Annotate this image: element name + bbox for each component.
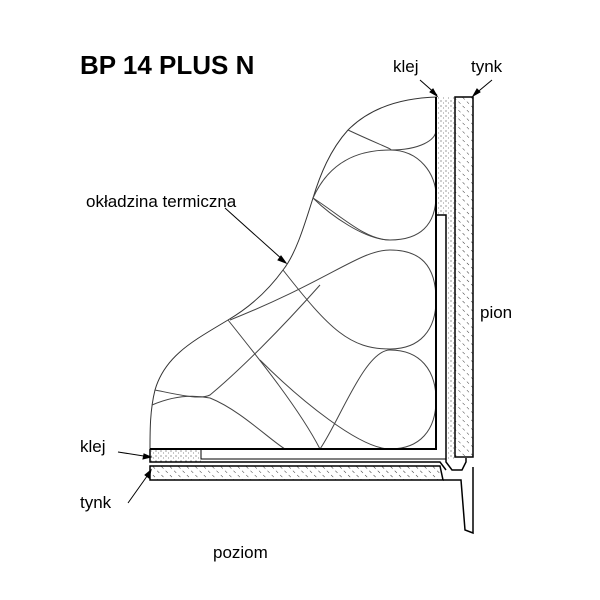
label-tynk-top: tynk (471, 57, 503, 76)
insulation-lobes (151, 129, 437, 450)
label-pion: pion (480, 303, 513, 322)
label-tynk-bottom: tynk (80, 493, 112, 512)
label-klej-top: klej (393, 57, 419, 76)
glue-thin-vertical (447, 215, 454, 460)
profile-leg (443, 467, 474, 535)
drawing-title: BP 14 PLUS N (80, 50, 255, 80)
plaster-vertical (454, 96, 474, 458)
glue-horizontal (151, 450, 201, 462)
label-okladzina-termiczna: okładzina termiczna (86, 192, 237, 211)
label-poziom: poziom (213, 543, 268, 562)
plaster-horizontal (150, 466, 440, 480)
glue-vertical (437, 97, 454, 215)
label-klej-bottom: klej (80, 437, 106, 456)
